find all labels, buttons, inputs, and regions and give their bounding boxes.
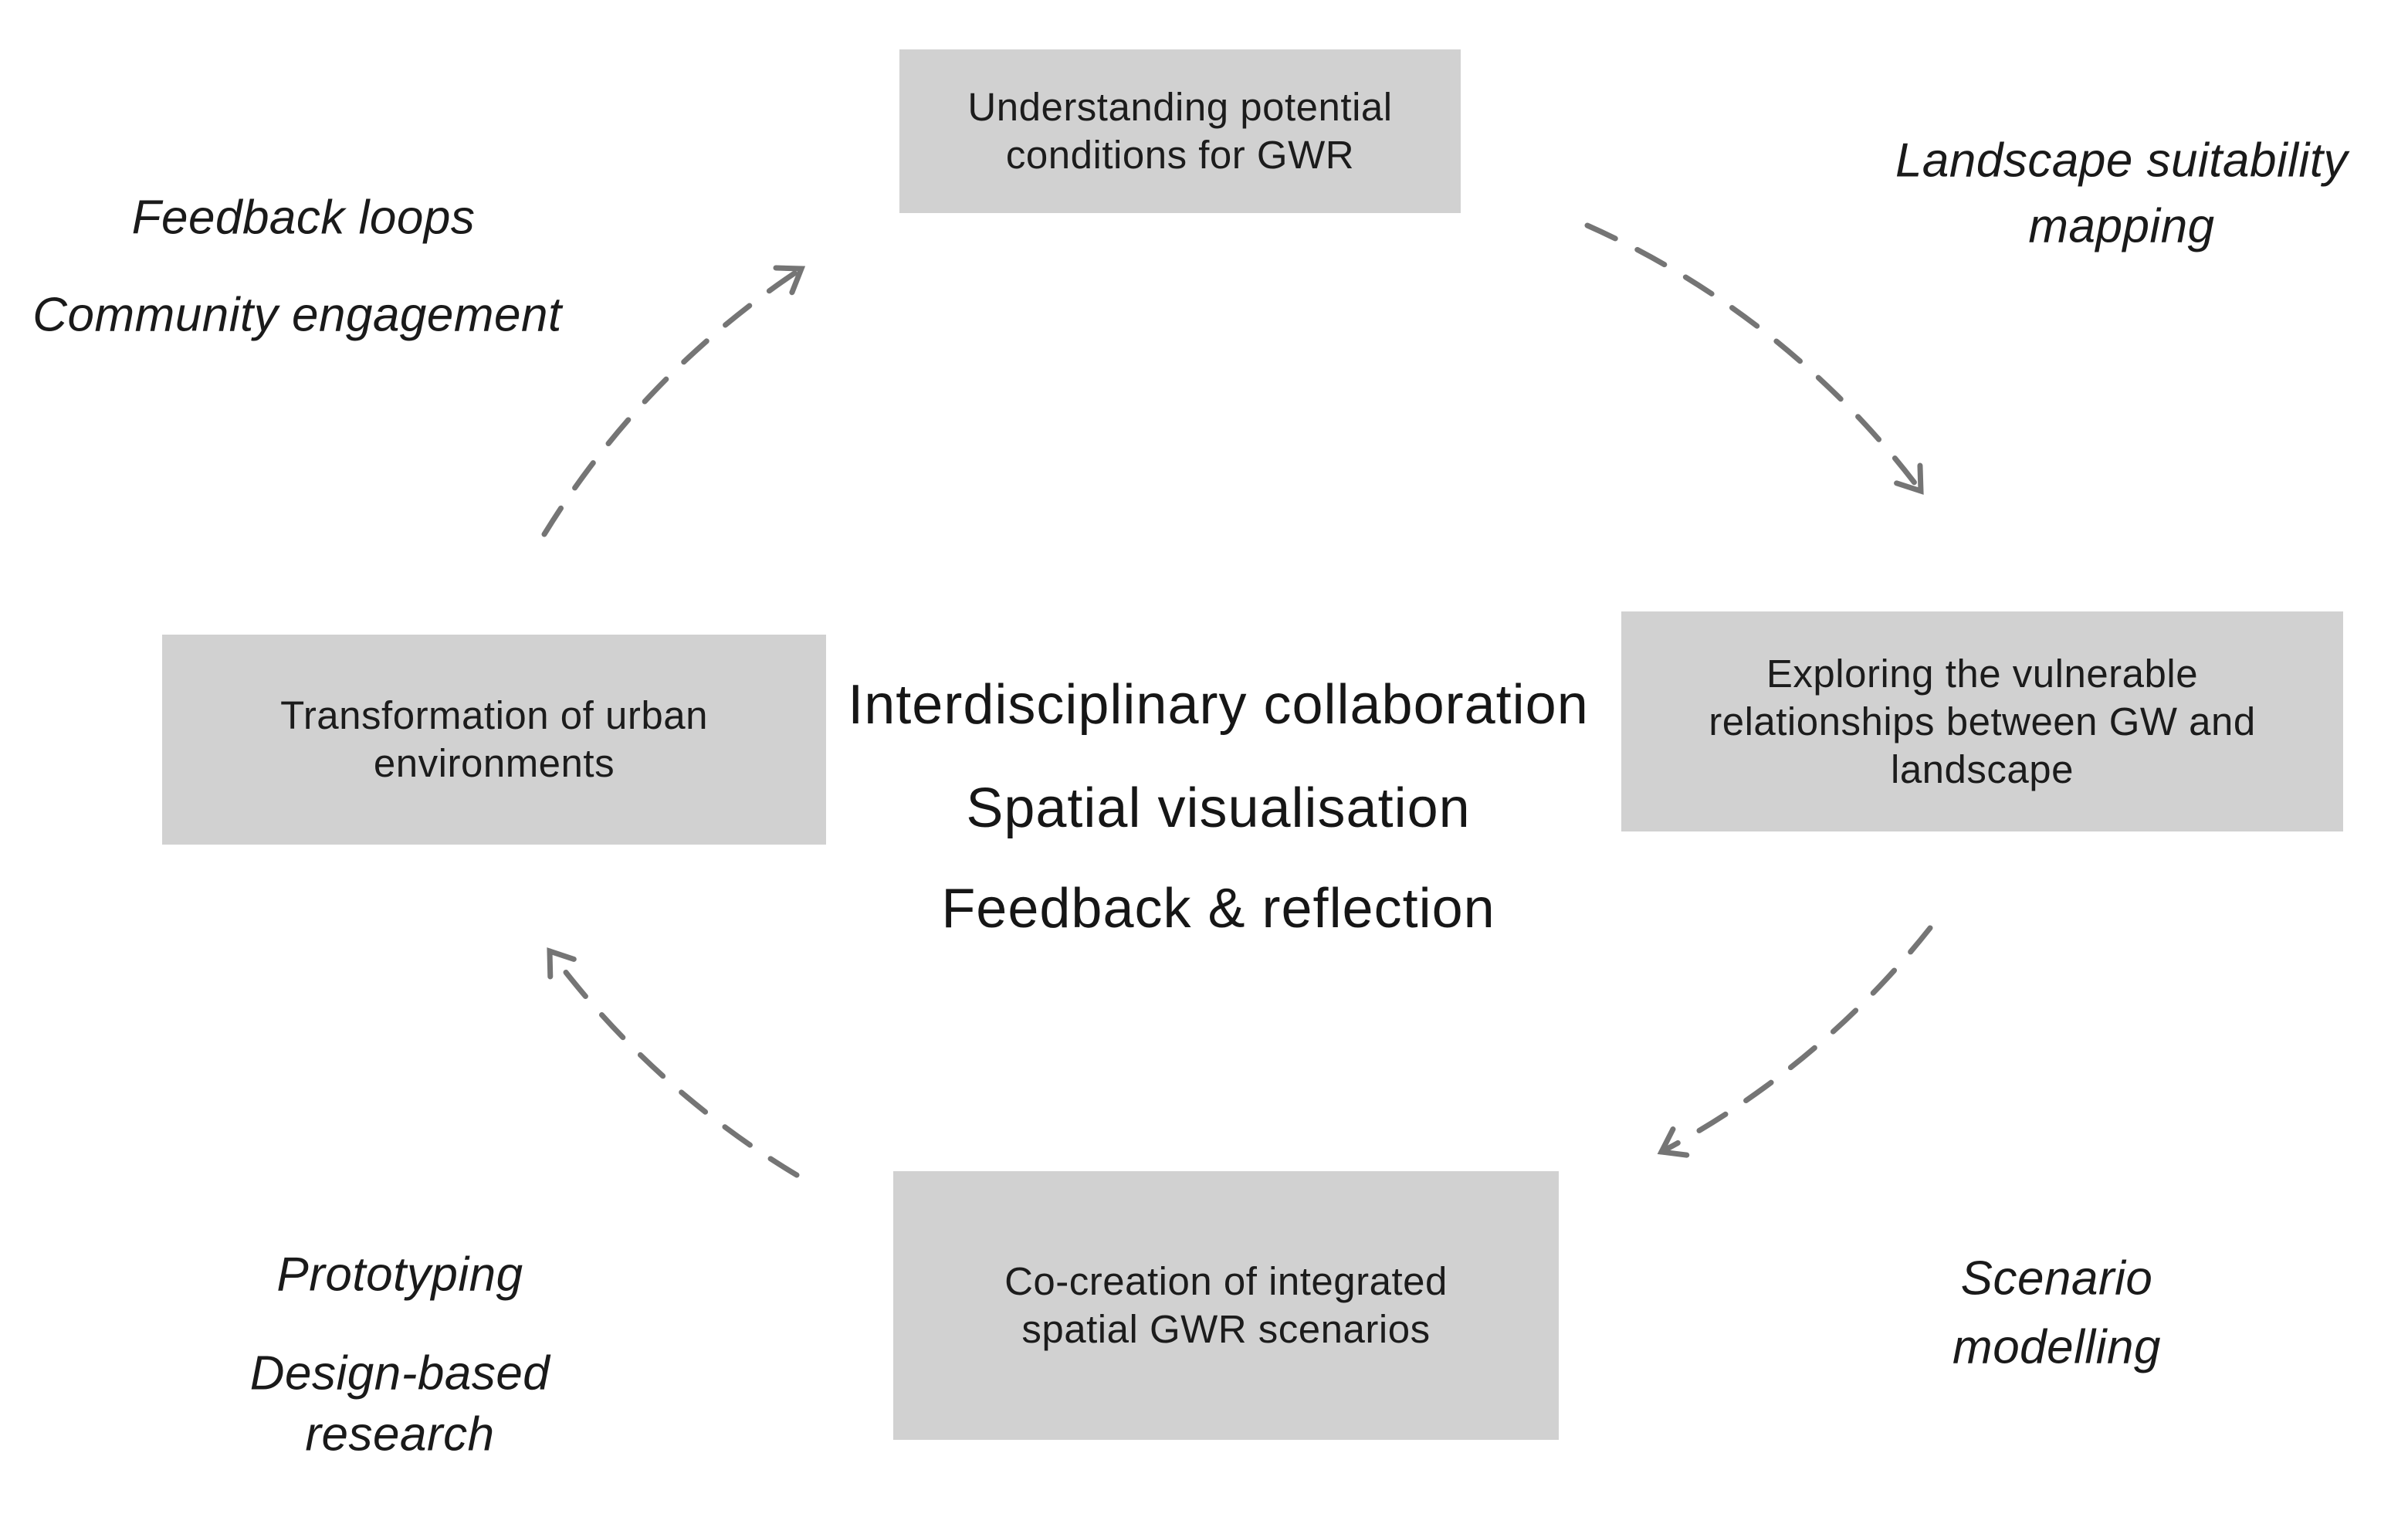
label-design-based: Design-based [249,1346,550,1400]
arrow-left-to-top-icon [541,265,806,537]
box-line: Exploring the vulnerable [1766,651,2199,696]
label-community-engagement: Community engagement [32,288,562,342]
box-exploring-vulnerable-relationships: Exploring the vulnerable relationships b… [1621,611,2343,831]
box-transformation-urban-environments: Transformation of urban environments [162,635,826,845]
label-prototyping: Prototyping [276,1248,523,1302]
arrow-right-to-bottom-icon [1657,925,1933,1158]
label-feedback-loops: Feedback loops [131,191,476,245]
box-line: environments [373,741,615,785]
label-landscape-suitability-mapping: mapping [2028,199,2215,253]
arrow-top-to-right-icon [1584,222,1924,495]
box-line: Transformation of urban [280,693,708,737]
center-label-feedback-reflection: Feedback & reflection [941,878,1495,940]
box-line: spatial GWR scenarios [1021,1307,1431,1351]
box-understanding-potential-conditions: Understanding potential conditions for G… [899,49,1461,213]
label-landscape-suitability: Landscape suitability [1895,134,2349,188]
box-line: Co-creation of integrated [1004,1259,1448,1303]
box-co-creation-spatial-scenarios: Co-creation of integrated spatial GWR sc… [893,1171,1559,1440]
label-scenario: Scenario [1960,1251,2153,1306]
arrow-bottom-to-left-icon [547,947,800,1178]
box-line: conditions for GWR [1005,133,1355,177]
box-line: relationships between GW and [1709,699,2256,743]
label-scenario-modelling: modelling [1952,1320,2161,1374]
center-label-interdisciplinary-collaboration: Interdisciplinary collaboration [848,674,1589,736]
box-line: landscape [1890,747,2074,791]
center-label-spatial-visualisation: Spatial visualisation [966,777,1471,839]
box-line: Understanding potential [967,85,1393,129]
label-design-based-research: research [305,1407,495,1461]
